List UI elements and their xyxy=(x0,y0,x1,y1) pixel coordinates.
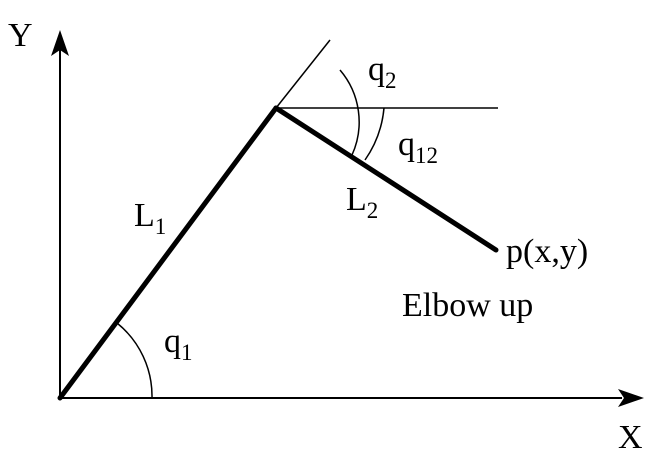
link1 xyxy=(57,105,279,401)
y-axis xyxy=(51,30,69,398)
q2-angle-arc xyxy=(339,69,360,156)
configuration-label: Elbow up xyxy=(402,287,533,324)
link2 xyxy=(273,105,499,253)
x-axis-arrowhead xyxy=(618,389,644,407)
q12-angle-arc xyxy=(364,107,385,161)
q1-angle-arc xyxy=(116,322,153,399)
q1-label: q1 xyxy=(164,323,193,365)
link1-extension-line xyxy=(275,39,331,109)
y-axis-label: Y xyxy=(8,17,33,54)
link1-label: L1 xyxy=(134,197,166,239)
end-effector-label: p(x,y) xyxy=(506,233,588,270)
x-axis-label: X xyxy=(618,419,643,456)
q2-label: q2 xyxy=(368,51,397,93)
x-axis xyxy=(60,389,644,407)
q12-label: q12 xyxy=(398,126,438,168)
y-axis-arrowhead xyxy=(51,30,69,56)
link2-label: L2 xyxy=(346,181,378,223)
